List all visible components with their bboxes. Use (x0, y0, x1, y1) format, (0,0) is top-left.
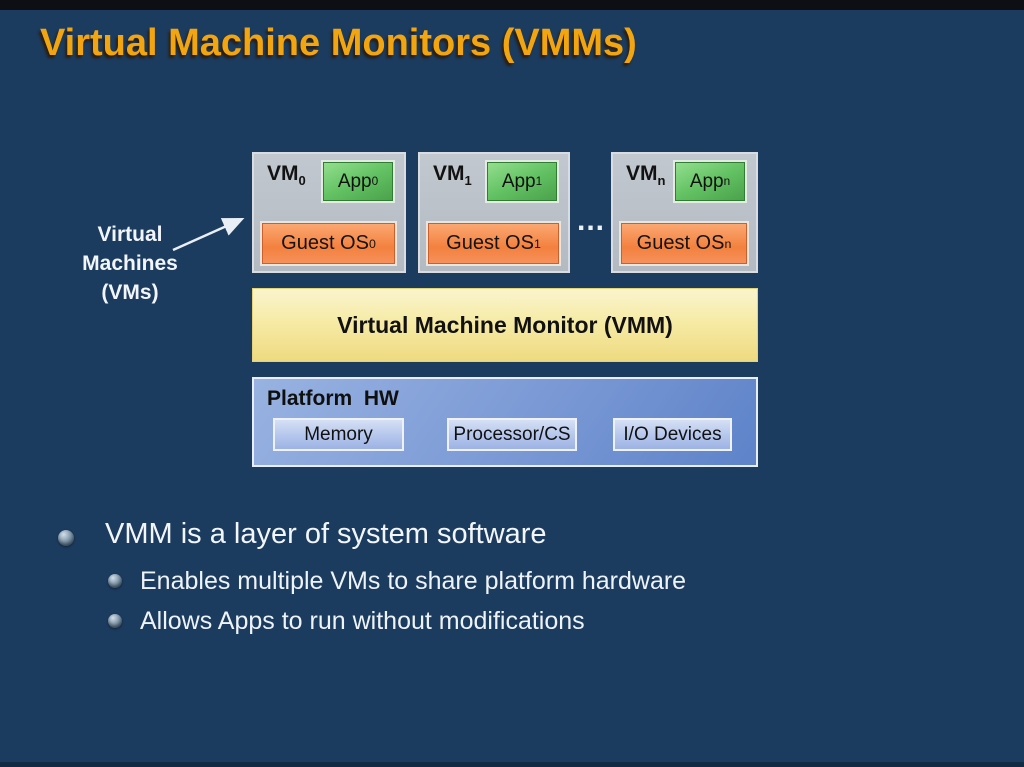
app-label: App (689, 170, 724, 192)
vm-name-text: VM (626, 162, 658, 185)
pointer-arrow-icon (172, 218, 245, 252)
platform-hw-box: Platform HW Memory Processor/CS I/O Devi… (252, 377, 758, 467)
guest-os-label: Guest OS (446, 232, 534, 254)
platform-hw-label: Platform HW (267, 387, 399, 410)
app-subscript: 1 (535, 175, 543, 188)
vm-name-subscript: 1 (464, 173, 472, 189)
app-subscript: n (723, 175, 731, 188)
app-label: App (337, 170, 372, 192)
vm-name-subscript: n (657, 173, 666, 189)
bullet-sphere-icon (108, 614, 122, 628)
hw-component-label: Memory (304, 423, 373, 445)
hw-component-label: I/O Devices (623, 423, 722, 445)
guest-os-label: Guest OS (636, 232, 725, 254)
page-title: Virtual Machine Monitors (VMMs) (40, 22, 637, 64)
bottom-edge-bar (0, 762, 1024, 767)
app-label: App (501, 170, 536, 192)
bullet-sphere-icon (108, 574, 122, 588)
vmm-label: Virtual Machine Monitor (VMM) (337, 311, 673, 338)
vm-name-text: VM (433, 162, 465, 185)
guest-os-subscript: n (724, 236, 732, 251)
bullet-sub-text: Allows Apps to run without modifications (140, 607, 585, 635)
bullet-sub-text: Enables multiple VMs to share platform h… (140, 567, 687, 595)
ellipsis-dots: ... (576, 204, 605, 237)
hw-component-memory: Memory (273, 418, 404, 451)
vms-annotation-label: Virtual Machines (VMs) (82, 223, 178, 304)
bullet-sphere-icon (58, 530, 74, 546)
top-edge-bar (0, 0, 1024, 10)
vmm-layer-box: Virtual Machine Monitor (VMM) (252, 288, 758, 362)
vm-name-label: VMn (626, 162, 665, 188)
bullet-main-text: VMM is a layer of system software (105, 518, 547, 550)
vm-name-subscript: 0 (298, 173, 306, 189)
vm-name-label: VM1 (433, 162, 472, 188)
guest-os-subscript: 1 (533, 236, 541, 251)
guest-os-label: Guest OS (281, 232, 369, 254)
guest-os-subscript: 0 (368, 236, 376, 251)
vm-name-label: VM0 (267, 162, 306, 188)
vm-name-text: VM (267, 162, 299, 185)
hw-component-label: Processor/CS (453, 423, 571, 445)
hw-component-processor: Processor/CS (447, 418, 577, 451)
app-subscript: 0 (371, 175, 379, 188)
hw-component-io-devices: I/O Devices (613, 418, 732, 451)
